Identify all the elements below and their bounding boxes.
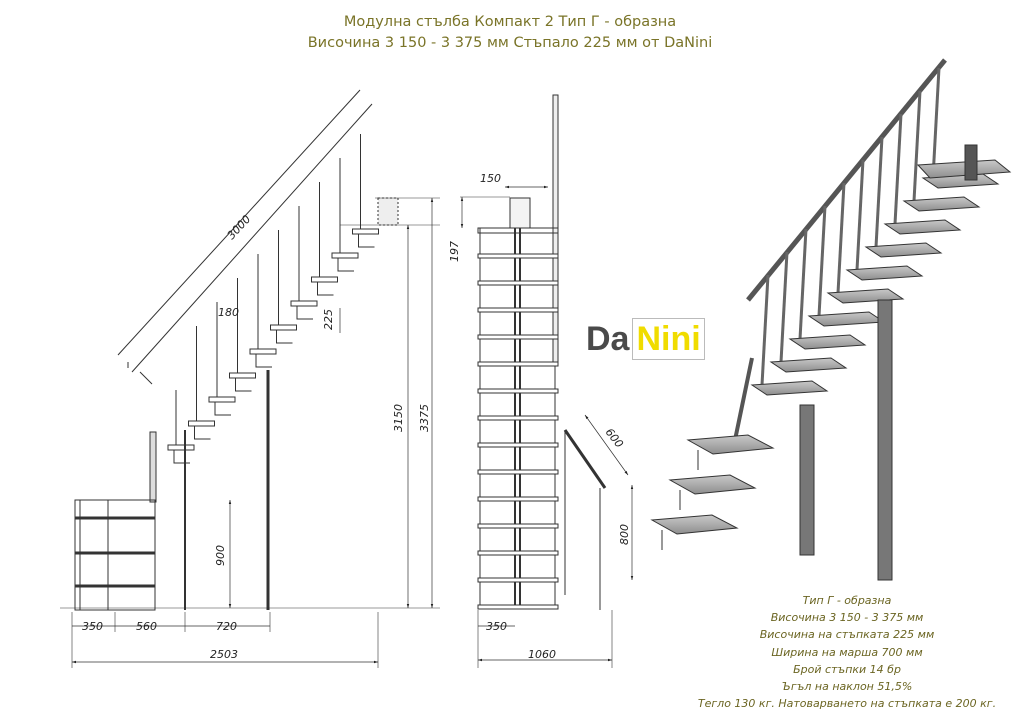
side-step-bracket (194, 426, 211, 440)
front-tread (477, 442, 559, 448)
3d-baluster (817, 205, 827, 317)
dim-top-offset: 197 (448, 241, 461, 262)
dim-tread-depth: 180 (218, 306, 239, 319)
3d-baluster (836, 182, 846, 294)
logo-part-da: Da (586, 319, 630, 358)
spec-weight: Тегло 130 кг. Натоварването на стъпката … (697, 697, 997, 711)
dim-handrail-length: 3000 (225, 213, 254, 242)
3d-baluster (931, 67, 941, 179)
front-tread (477, 334, 559, 340)
3d-tread (769, 357, 848, 373)
side-step (311, 276, 338, 283)
3d-tread (845, 265, 924, 281)
dim-rail-height: 800 (618, 524, 631, 545)
front-tread (477, 253, 559, 259)
side-step (331, 252, 359, 259)
spec-type: Тип Г - образна (802, 594, 892, 607)
side-step-bracket (358, 234, 375, 248)
3d-top-tread (916, 159, 1012, 179)
3d-baluster (912, 90, 922, 202)
title-line-2: Височина 3 150 - 3 375 мм Стъпало 225 мм… (307, 35, 713, 51)
3d-posts (661, 67, 941, 550)
3d-baluster (855, 159, 865, 271)
side-step (208, 396, 236, 403)
front-view (460, 94, 634, 668)
3d-tread (788, 334, 867, 350)
spec-width: Ширина на марша 700 мм (771, 645, 923, 659)
side-step-bracket (235, 378, 252, 392)
3d-baluster (779, 251, 789, 363)
spec-step-count: Брой стъпки 14 бр (793, 662, 901, 676)
dim-bottom-2: 560 (136, 620, 157, 633)
dim-bottom-3: 720 (216, 620, 237, 633)
side-step (270, 324, 297, 331)
side-view (60, 89, 440, 668)
front-tread (477, 280, 559, 286)
handrail (117, 89, 373, 385)
3d-treads (650, 159, 1012, 535)
side-step-bracket (214, 402, 231, 416)
front-tread (477, 388, 559, 394)
side-step-bracket (173, 450, 190, 464)
side-step (229, 372, 256, 379)
front-tread (477, 469, 559, 475)
dim-height-max: 3375 (418, 404, 431, 432)
dim-top-width: 150 (480, 172, 501, 185)
front-tread (477, 550, 559, 556)
specs-list: Тип Г - образна Височина 3 150 - 3 375 м… (670, 592, 1024, 712)
3d-baluster (874, 136, 884, 248)
3d-tread (864, 242, 943, 258)
dim-bottom-1: 350 (82, 620, 103, 633)
side-step-bracket (337, 258, 354, 272)
dim-landing-rail: 900 (214, 545, 227, 566)
side-step (352, 228, 379, 235)
logo-part-nini: Nini (632, 318, 705, 360)
dim-height-min: 3150 (392, 404, 405, 432)
title-line-1: Модулна стълба Компакт 2 Тип Г - образна (343, 14, 677, 30)
3d-lower-tread (686, 434, 775, 455)
front-tread (477, 523, 559, 529)
3d-tread (750, 380, 829, 396)
dim-step-height: 225 (322, 309, 335, 330)
side-step (290, 300, 318, 307)
front-tread (477, 307, 559, 313)
side-step (167, 444, 195, 451)
front-treads (477, 253, 559, 610)
landing-frame (74, 499, 156, 611)
3d-lower-tread (668, 474, 757, 495)
side-step-bracket (276, 330, 293, 344)
side-step-bracket (296, 306, 313, 320)
front-tread (477, 361, 559, 367)
dim-total-width: 1060 (528, 648, 556, 661)
3d-baluster (893, 113, 903, 225)
3d-tread (883, 219, 962, 235)
dim-total-length: 2503 (210, 648, 238, 661)
stair-3d-view (650, 58, 1012, 581)
spec-angle: Ъгъл на наклон 51,5% (781, 680, 913, 694)
danini-logo: Da Nini (586, 318, 705, 360)
3d-tread (902, 196, 981, 212)
side-posts (149, 134, 361, 503)
dim-rail-length: 600 (603, 426, 626, 451)
side-step-bracket (255, 354, 272, 368)
3d-lower-tread (650, 514, 739, 535)
front-tread (477, 577, 559, 583)
side-step (188, 420, 215, 427)
front-tread (477, 415, 559, 421)
dim-bottom-offset: 350 (486, 620, 507, 633)
side-step (249, 348, 277, 355)
side-step-bracket (317, 282, 334, 296)
3d-baluster (798, 228, 808, 340)
spec-step-height: Височина на стъпката 225 мм (759, 628, 935, 642)
3d-baluster (760, 274, 770, 386)
spec-height: Височина 3 150 - 3 375 мм (770, 611, 924, 625)
side-newel-post (149, 431, 157, 503)
front-tread (477, 496, 559, 502)
front-tread (477, 604, 559, 610)
side-steps (167, 228, 379, 464)
